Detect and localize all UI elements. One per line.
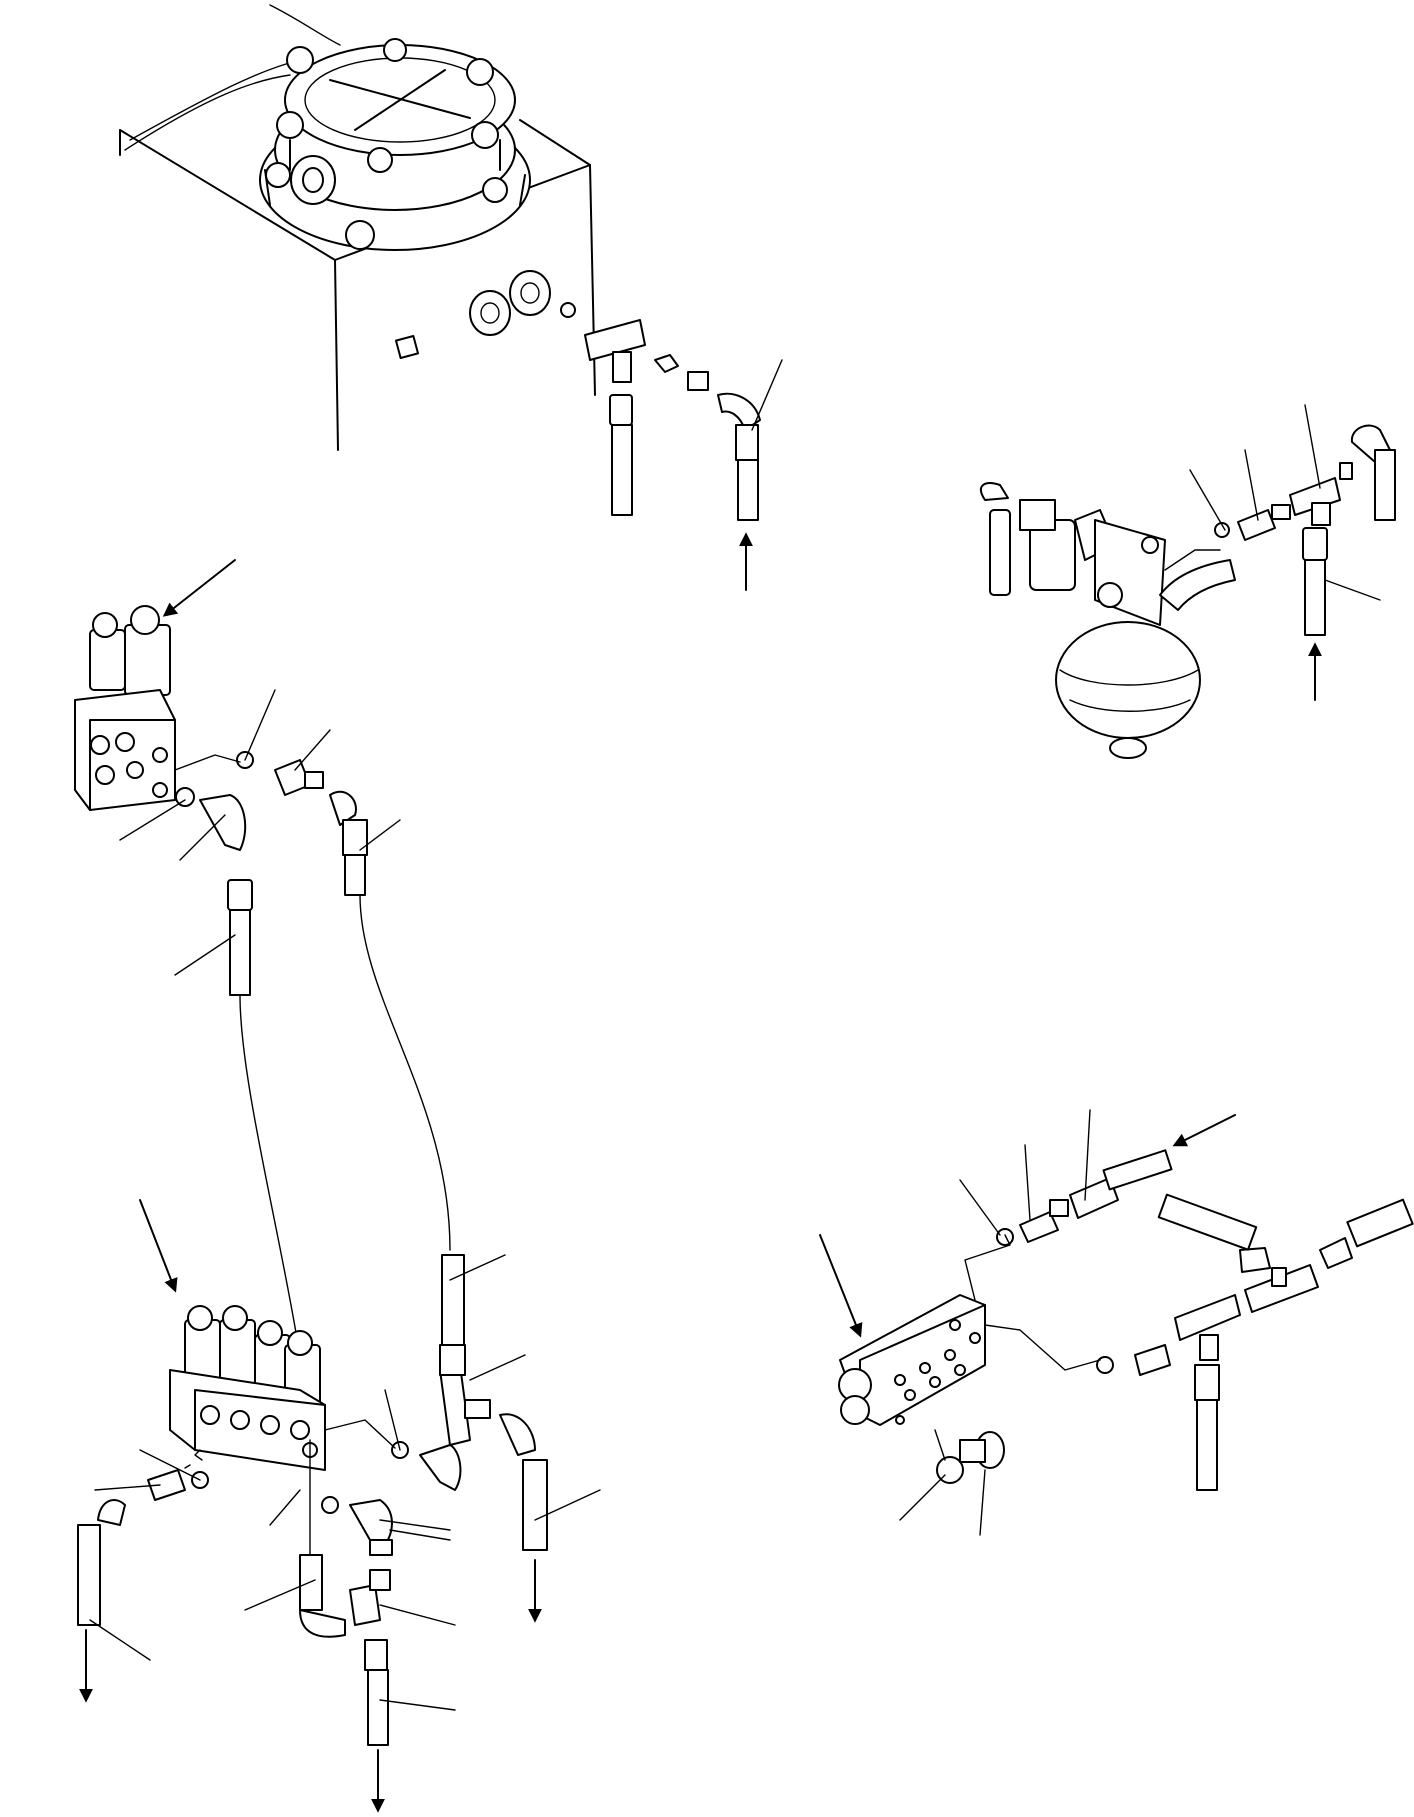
tank-port-fittings — [469, 270, 761, 521]
manifold-block-assembly — [819, 1109, 1414, 1536]
cover-bolt — [265, 38, 508, 250]
leader-line — [751, 359, 783, 431]
accumulator-sphere — [1055, 621, 1201, 739]
solenoid-valve-2 — [74, 559, 451, 1441]
hydraulic-tank-assembly — [119, 4, 783, 591]
drain-plug — [394, 334, 420, 360]
accumulator-assembly — [980, 404, 1396, 759]
solenoid-valve-4 — [77, 1199, 601, 1813]
filter-housing — [259, 38, 531, 251]
